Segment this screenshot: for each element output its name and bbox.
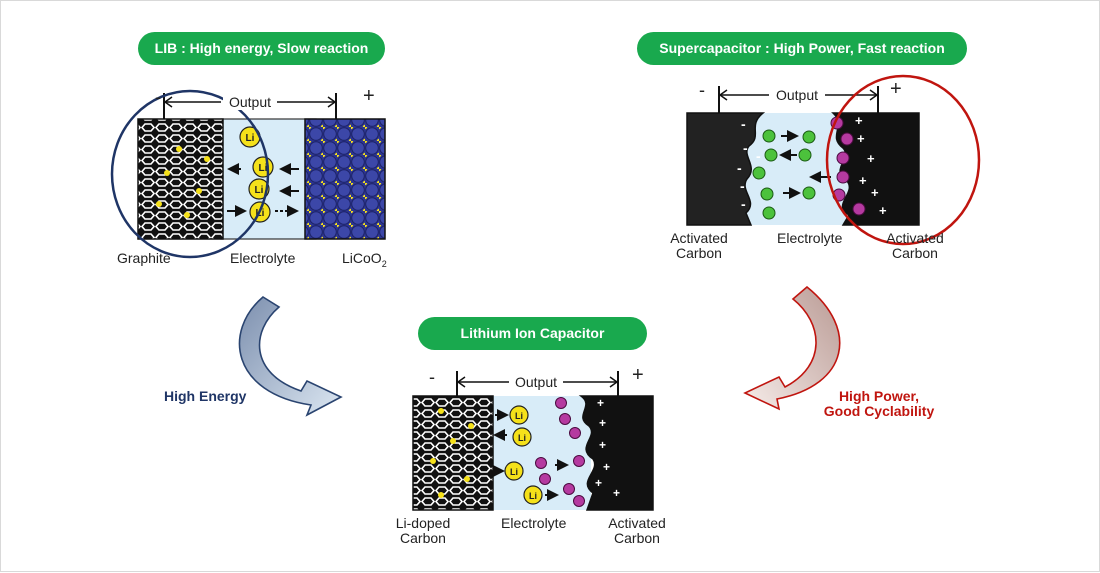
svg-text:+: + [879,203,887,218]
lib-graphite-label: Graphite [117,250,171,266]
high-energy-arrow [238,296,343,417]
lib-title-pill: LIB : High energy, Slow reaction [138,32,385,65]
lic-li-ion-2: Li [512,427,532,447]
svg-text:+: + [595,476,602,490]
lib-plus-sign: + [363,85,375,107]
lic-li-ion-4: Li [523,485,543,505]
svg-text:+: + [599,438,606,452]
lib-li-ion-3: Li [248,178,270,200]
lib-graphite-electrode [137,118,224,240]
svg-text:Li: Li [255,185,264,196]
lic-li-ion-3: Li [504,461,524,481]
svg-text:+: + [599,416,606,430]
supercap-plus-sign: + [890,78,902,100]
lib-licoo2-label: LiCoO2 [342,250,387,269]
svg-text:-: - [740,178,745,194]
lib-highlight-ring [110,89,270,259]
lic-carbon-li-dots [430,408,474,498]
svg-text:Li: Li [518,433,526,443]
high-power-caption: High Power,Good Cyclability [823,388,935,419]
svg-text:+: + [855,113,863,128]
svg-text:Li: Li [529,491,537,501]
high-energy-caption: High Energy [164,388,247,404]
supercap-left-carbon [686,112,766,226]
lib-output-label: Output [223,95,277,110]
svg-text:+: + [613,486,620,500]
high-power-arrow [743,285,841,411]
lib-graphite-li-dots [156,146,210,218]
lic-title: Lithium Ion Capacitor [460,325,605,341]
lic-li-doped-carbon [412,395,494,511]
svg-text:+: + [597,396,604,410]
svg-text:+: + [867,151,875,166]
supercap-left-charges: ------ [737,116,761,212]
svg-text:+: + [603,460,610,474]
svg-text:-: - [741,196,746,212]
supercap-title-pill: Supercapacitor : High Power, Fast reacti… [637,32,967,65]
lic-output-label: Output [509,375,563,390]
svg-text:+: + [857,131,865,146]
supercap-minus-sign: - [699,80,705,100]
svg-text:Li: Li [256,208,265,219]
lib-licoo2-electrode [304,118,386,240]
lic-electrolyte-label: Electrolyte [501,515,567,531]
svg-text:Li: Li [510,467,518,477]
supercap-right-carbon [831,112,920,226]
lib-li-ion-label: Li [246,133,255,144]
svg-text:+: + [871,185,879,200]
svg-text:+: + [859,173,867,188]
lib-electrolyte-label: Electrolyte [230,250,296,266]
lic-li-ion-1: Li [509,405,529,425]
lib-minus-sign: - [155,87,161,107]
supercap-title: Supercapacitor : High Power, Fast reacti… [659,40,945,56]
svg-text:-: - [756,148,761,164]
lic-activated-carbon [578,395,654,511]
lic-carbon-charges: +++ +++ [595,396,620,500]
lib-title: LIB : High energy, Slow reaction [154,40,369,56]
supercap-electrolyte-label: Electrolyte [777,230,843,246]
lic-plus-sign: + [632,364,644,386]
lic-title-pill: Lithium Ion Capacitor [418,317,647,350]
svg-text:-: - [743,140,748,156]
svg-text:-: - [741,116,746,132]
supercap-positive-ions [752,129,816,220]
supercap-right-charges: ++++++ [855,113,887,218]
lic-li-ion-label: Li [515,411,523,421]
lic-minus-sign: - [429,367,435,387]
svg-text:-: - [737,160,742,176]
supercap-output-label: Output [769,88,825,103]
lic-negative-ions [535,397,585,507]
supercap-highlight-ring [825,74,981,246]
svg-text:Li: Li [259,163,268,174]
